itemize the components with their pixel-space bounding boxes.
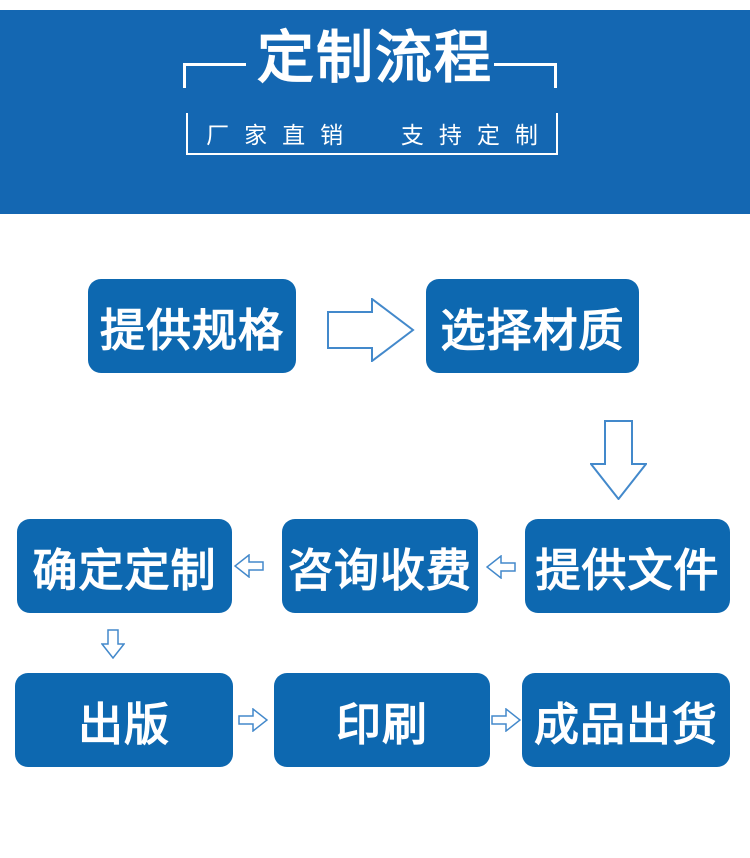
flow-node-provide-specs: 提供规格: [88, 279, 296, 373]
flow-node-label: 提供规格: [99, 304, 284, 356]
title-bracket-right: [494, 63, 557, 88]
arrow-down-icon: [590, 420, 647, 500]
flow-node-consult-fees: 咨询收费: [282, 519, 478, 613]
page-subtitle: 厂家直销 支持定制: [206, 122, 553, 148]
title-bracket-left: [183, 63, 246, 88]
arrow-right-icon: [491, 708, 521, 732]
flow-node-choose-material: 选择材质: [426, 279, 639, 373]
flow-node-provide-files: 提供文件: [525, 519, 730, 613]
flow-node-label: 出版: [77, 698, 170, 750]
arrow-down-icon: [101, 629, 125, 659]
flow-node-ship-goods: 成品出货: [522, 673, 730, 767]
arrow-right-icon: [327, 298, 415, 362]
flow-node-label: 成品出货: [533, 698, 718, 750]
flow-node-label: 咨询收费: [287, 544, 472, 596]
header-banner: 定制流程 厂家直销 支持定制: [0, 10, 750, 214]
arrow-left-icon: [486, 555, 516, 579]
flow-node-label: 提供文件: [535, 544, 720, 596]
page-title: 定制流程: [257, 26, 493, 90]
flow-node-plate-making: 出版: [15, 673, 233, 767]
subtitle-frame: 厂家直销 支持定制: [186, 113, 558, 155]
flow-node-label: 印刷: [335, 698, 428, 750]
flow-node-label: 选择材质: [440, 304, 625, 356]
flow-node-printing: 印刷: [274, 673, 490, 767]
flow-node-label: 确定定制: [32, 544, 217, 596]
arrow-left-icon: [234, 554, 264, 578]
arrow-right-icon: [238, 708, 268, 732]
flow-node-confirm-custom: 确定定制: [17, 519, 232, 613]
